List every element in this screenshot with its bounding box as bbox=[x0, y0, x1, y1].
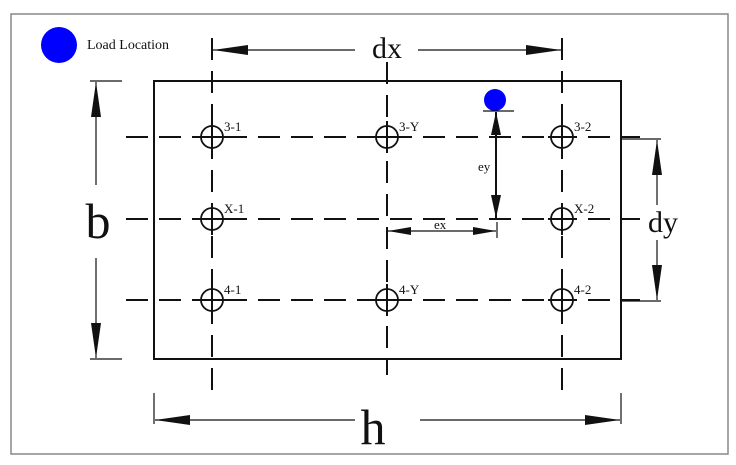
h-arrow-right-icon bbox=[585, 415, 620, 425]
dx-dimension: dx bbox=[213, 32, 561, 65]
pile: X-1 bbox=[198, 201, 244, 235]
pile: 4-Y bbox=[373, 282, 420, 316]
dx-arrow-left-icon bbox=[213, 45, 248, 55]
pile-circle-icon bbox=[200, 207, 224, 231]
pile-label: 3-2 bbox=[574, 119, 591, 134]
pile: 4-2 bbox=[548, 282, 591, 316]
pile-circle-icon bbox=[550, 125, 574, 149]
pile-circle-icon bbox=[200, 125, 224, 149]
load-location bbox=[483, 89, 514, 112]
dy-dimension: dy bbox=[621, 138, 678, 302]
b-arrow-up-icon bbox=[91, 82, 101, 117]
ex-arrow-right-icon bbox=[473, 227, 496, 235]
pile-circle-icon bbox=[200, 288, 224, 312]
load-marker-icon bbox=[484, 89, 506, 111]
legend-label: Load Location bbox=[87, 38, 169, 53]
pile-circle-icon bbox=[550, 288, 574, 312]
pile-label: 4-1 bbox=[224, 282, 241, 297]
pile-circle-icon bbox=[375, 288, 399, 312]
pile-label: 3-Y bbox=[399, 119, 420, 134]
pile-label: 4-Y bbox=[399, 282, 420, 297]
ey-arrow-down-icon bbox=[491, 195, 501, 218]
dx-label: dx bbox=[372, 32, 402, 65]
ex-label: ex bbox=[434, 217, 447, 232]
pile: 4-1 bbox=[198, 282, 241, 316]
dy-arrow-down-icon bbox=[652, 265, 662, 300]
h-dimension: h bbox=[153, 393, 622, 455]
b-label: b bbox=[86, 193, 111, 249]
pile-label: 4-2 bbox=[574, 282, 591, 297]
ex-arrow-left-icon bbox=[388, 227, 411, 235]
pile: X-2 bbox=[548, 201, 594, 235]
b-dimension: b bbox=[86, 80, 122, 360]
ey-dimension: ey bbox=[478, 112, 501, 218]
h-label: h bbox=[361, 399, 386, 455]
pile-label: 3-1 bbox=[224, 119, 241, 134]
legend-load-marker-icon bbox=[41, 27, 77, 63]
pile: 3-2 bbox=[548, 119, 591, 153]
pile-circle-icon bbox=[375, 125, 399, 149]
b-arrow-down-icon bbox=[91, 323, 101, 358]
pile-label: X-1 bbox=[224, 201, 244, 216]
ex-dimension: ex bbox=[388, 217, 498, 238]
diagram-frame bbox=[10, 13, 729, 455]
h-arrow-left-icon bbox=[155, 415, 190, 425]
ey-label: ey bbox=[478, 159, 491, 174]
pile-circle-icon bbox=[550, 207, 574, 231]
dy-arrow-up-icon bbox=[652, 140, 662, 175]
dx-arrow-right-icon bbox=[526, 45, 561, 55]
ey-arrow-up-icon bbox=[491, 112, 501, 135]
pile: 3-1 bbox=[198, 119, 241, 153]
pile-label: X-2 bbox=[574, 201, 594, 216]
piles: 3-1 3-Y 3-2X-1 X-2 4-1 4-Y 4-2 bbox=[198, 119, 594, 316]
pile: 3-Y bbox=[373, 119, 420, 153]
dy-label: dy bbox=[648, 206, 678, 239]
